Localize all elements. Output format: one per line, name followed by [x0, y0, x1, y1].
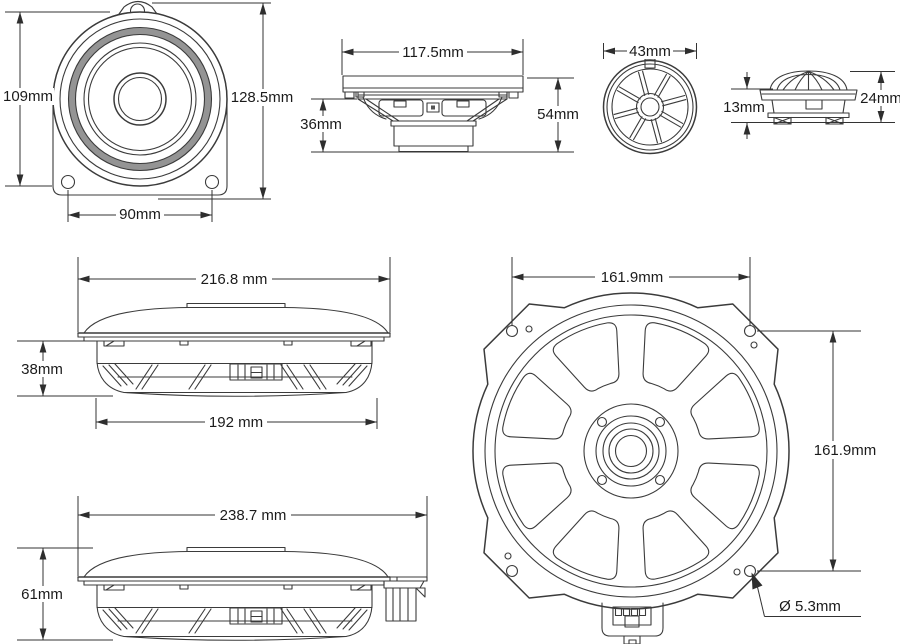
dimension-tweeter-height: 24mm [850, 71, 900, 123]
tinsel-lead [362, 96, 387, 120]
tweeter-outer-ring [602, 59, 698, 155]
center-pod [113, 72, 167, 126]
left-mount-hole [60, 174, 76, 190]
view-coaxial-speaker-front: 109mm 128.5mm 90mm [2, 0, 295, 223]
mounting-flange [342, 75, 524, 93]
center-pod-inner [117, 76, 163, 122]
sub-terminal-tab [601, 602, 664, 644]
sub-flange-outline [472, 292, 790, 610]
sub-mount-hole [743, 324, 757, 338]
cone-inner-edge [87, 46, 193, 152]
view-tweeter-front: 43mm [602, 43, 698, 155]
pilot-hole [733, 568, 741, 576]
view-subwoofer-side-upper: 216.8 mm 38mm 192 mm [17, 257, 391, 431]
flange-inner-circle [59, 18, 221, 180]
dimension-sub-cutout-diameter: 192 mm [95, 398, 378, 431]
top-mount-ear [108, 0, 168, 29]
view-tweeter-side: 13mm 24mm [723, 70, 900, 139]
grille-rim [611, 68, 689, 146]
tweeter-mount-ring [759, 89, 858, 101]
hub-ring [583, 403, 679, 499]
sub-mount-hole [743, 564, 757, 578]
surround-outer-edge [67, 26, 213, 172]
dimension-sub-mount-horizontal: 161.9mm [511, 257, 751, 326]
dim-label-mounting-depth: 36mm [300, 116, 342, 133]
terminal-dot [431, 105, 435, 110]
tinsel-lead [478, 96, 503, 120]
dim-label-overall-height: 128.5mm [231, 89, 294, 106]
dim-label-tweeter-height: 24mm [860, 90, 900, 107]
dimension-tweeter-diameter: 43mm [603, 43, 697, 60]
dimension-overall-height: 128.5mm [152, 2, 295, 200]
dimension-sub-overall-height: 61mm [17, 547, 113, 641]
pilot-hole [525, 325, 533, 333]
dim-label-mount-spacing: 90mm [119, 206, 161, 223]
dim-label-sub-mount-depth: 38mm [21, 361, 63, 378]
tweeter-clip [825, 116, 844, 125]
pilot-hole [750, 341, 758, 349]
cone-edge [83, 42, 197, 156]
dim-label-sub-cutout-diameter: 192 mm [209, 414, 263, 431]
dimension-sub-overall-width: 238.7 mm [77, 496, 428, 581]
tweeter-clip [773, 116, 792, 125]
view-subwoofer-side-lower: 238.7 mm 61mm [17, 496, 428, 641]
basket-window [441, 99, 487, 117]
dim-label-overall-depth: 54mm [537, 106, 579, 123]
dimension-overall-depth: 54mm [527, 77, 581, 152]
dim-label-sub-mount-vertical: 161.9mm [814, 442, 877, 459]
hub-hole [596, 416, 608, 428]
dimension-mounting-depth: 36mm [298, 99, 345, 152]
surround-inner-edge [74, 33, 206, 165]
dimension-flange-height: 109mm [2, 11, 110, 187]
hub-hole [596, 474, 608, 486]
dimension-tweeter-mount-depth: 13mm [723, 72, 895, 139]
dim-label-tweeter-diameter: 43mm [629, 43, 671, 60]
grille-hub [635, 92, 665, 122]
view-coaxial-speaker-side: 117.5mm 36mm 54mm [298, 39, 581, 153]
dim-label-flange-diameter: 117.5mm [402, 44, 463, 61]
connector-bracket [383, 576, 428, 622]
magnet [393, 125, 474, 147]
leader-arrow [751, 572, 763, 590]
dim-label-tweeter-mount-depth: 13mm [723, 99, 765, 116]
dimension-sub-mount-vertical: 161.9mm [757, 330, 881, 572]
right-mount-hole [204, 174, 220, 190]
hub-hole [654, 474, 666, 486]
pilot-hole [504, 552, 512, 560]
magnet-bottom-plate [398, 145, 469, 153]
dim-label-sub-overall-diameter: 216.8 mm [201, 271, 268, 288]
hub-hole [654, 416, 666, 428]
basket-window [378, 99, 424, 117]
dim-label-sub-overall-height: 61mm [21, 586, 63, 603]
sub-mount-hole [505, 564, 519, 578]
dimension-flange-diameter: 117.5mm [341, 39, 524, 75]
dim-label-sub-hole-diameter: Ø 5.3mm [779, 598, 841, 615]
sub-mount-hole [505, 324, 519, 338]
dim-label-sub-mount-horizontal: 161.9mm [601, 269, 664, 286]
dimension-mount-hole-spacing: 90mm [67, 190, 213, 223]
surround-ring [68, 27, 212, 171]
dimension-sub-overall-diameter: 216.8 mm [77, 257, 391, 332]
dim-label-flange-height: 109mm [3, 88, 53, 105]
magnet-top-plate [390, 120, 477, 127]
dimension-sub-mount-depth: 38mm [17, 340, 113, 397]
view-subwoofer-front: 161.9mm 161.9mm Ø 5.3mm [472, 257, 881, 644]
dimension-sub-hole-diameter: Ø 5.3mm [751, 572, 861, 617]
dim-label-sub-overall-width: 238.7 mm [220, 507, 287, 524]
